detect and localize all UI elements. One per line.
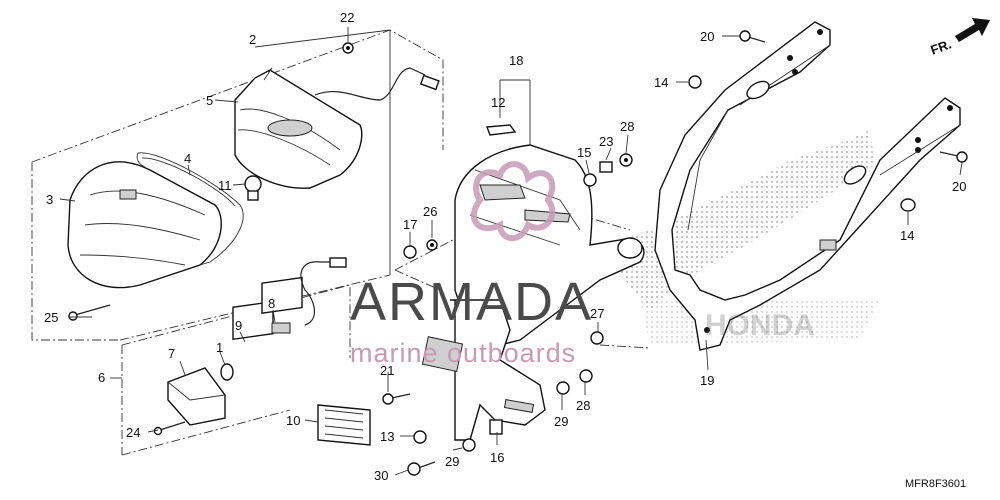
callout-25: 25 [44,310,58,325]
callout-29b: 29 [445,454,459,469]
callout-15: 15 [577,145,591,160]
callout-13: 13 [380,429,394,444]
callout-20b: 20 [952,179,966,194]
watermark-brand: ARMADA [350,272,593,332]
diagram-code: MFR8F3601 [905,478,966,490]
license-light-group [121,257,371,456]
callout-14b: 14 [900,228,914,243]
callout-8: 8 [268,296,275,311]
rear-frame-bracket-group [654,21,968,351]
callout-10: 10 [286,413,300,428]
callout-11: 11 [218,178,232,193]
callout-27: 27 [590,306,604,321]
reflector [317,404,371,446]
callout-12: 12 [491,95,505,110]
callout-29a: 29 [554,414,568,429]
license-light-housing [167,367,226,426]
callout-1: 1 [216,340,223,355]
callout-26: 26 [423,204,437,219]
callout-28b: 28 [576,398,590,413]
callout-24: 24 [126,425,140,440]
callout-17: 17 [403,217,417,232]
callout-4: 4 [184,151,191,166]
callout-21: 21 [380,363,394,378]
front-direction-marker: FR. [929,18,990,58]
leader-lines [59,27,963,476]
tail-lens [67,161,222,289]
callout-3: 3 [46,192,53,207]
rear-fender-group [382,79,651,476]
callout-16: 16 [490,450,504,465]
callout-9: 9 [235,318,242,333]
watermark-tagline: marine outboards [350,338,576,368]
callout-19: 19 [700,373,714,388]
callout-28a: 28 [620,119,634,134]
callout-14a: 14 [654,75,668,90]
callout-labels: 1 2 3 4 5 6 7 8 9 10 11 12 13 14 14 15 1… [44,10,966,483]
callout-2: 2 [249,32,256,47]
callout-30: 30 [374,468,388,483]
lens-gasket [136,152,244,266]
armada-watermark: ARMADA marine outboards HONDA [350,161,815,368]
callout-20a: 20 [700,29,714,44]
tail-light-assembly-group [31,29,444,341]
callout-7: 7 [168,346,175,361]
callout-23: 23 [599,134,613,149]
front-direction-label: FR. [929,36,954,57]
watermark-logo-text: HONDA [705,309,815,342]
callout-22: 22 [340,10,354,25]
rear-frame-bracket [654,21,961,351]
callout-6: 6 [98,370,105,385]
callout-18: 18 [509,53,523,68]
callout-5: 5 [206,93,213,108]
